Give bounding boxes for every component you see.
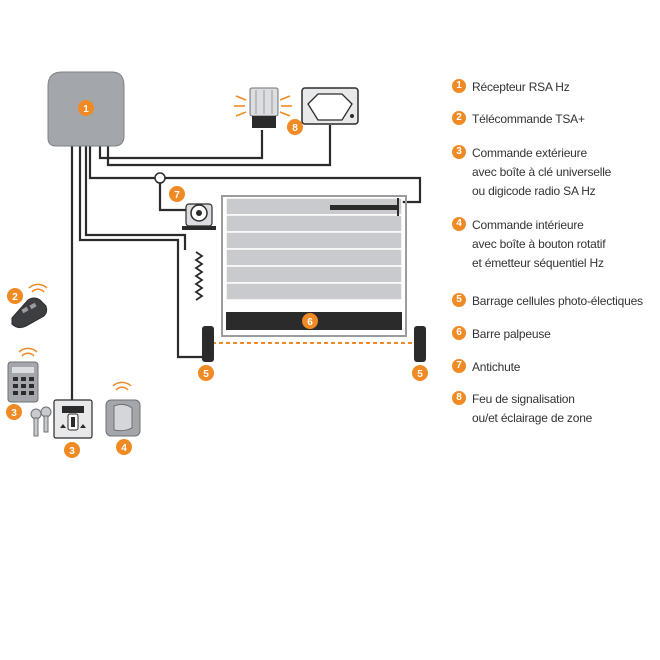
remote-signal-icon — [28, 283, 48, 293]
legend-badge: 7 — [452, 359, 466, 373]
wire-receiver-cell — [78, 142, 204, 359]
callout-3-keypad-label: 3 — [11, 408, 17, 419]
callout-1-badge — [78, 100, 94, 116]
wire-antichute-branch — [158, 178, 188, 212]
legend-line: Barrage cellules photo-électiques — [472, 294, 643, 308]
remote-control: 2 — [7, 283, 48, 329]
legend-badge: 4 — [452, 217, 466, 231]
legend-badge: 1 — [452, 79, 466, 93]
legend-item-6: 6 Barre palpeuse — [452, 325, 551, 344]
photocell-right — [414, 326, 426, 362]
callout-5-right-label: 5 — [417, 369, 423, 380]
light-rays-icon — [234, 95, 292, 117]
wall-remote: 4 — [105, 381, 141, 455]
rolling-shutter: 6 — [194, 195, 407, 337]
keypad-device: 3 — [6, 347, 39, 420]
callout-5-left-badge — [198, 365, 214, 381]
legend-item-5: 5 Barrage cellules photo-électiques — [452, 292, 643, 311]
wiring — [70, 125, 422, 400]
signal-light: 8 — [234, 87, 303, 135]
callout-8-label: 8 — [292, 123, 298, 134]
legend-item-3: 3 Commande extérieure avec boîte à clé u… — [452, 144, 611, 201]
legend-text: Commande extérieure avec boîte à clé uni… — [472, 144, 611, 201]
legend-item-1: 1 Récepteur RSA Hz — [452, 78, 570, 97]
legend-text: Récepteur RSA Hz — [472, 78, 570, 97]
callout-6-badge — [302, 313, 318, 329]
legend-item-8: 8 Feu de signalisation ou/et éclairage d… — [452, 390, 592, 428]
legend-line: ou digicode radio SA Hz — [472, 184, 596, 198]
callout-1-label: 1 — [83, 104, 89, 115]
receiver-box: 1 — [47, 71, 125, 147]
wire-receiver-antichute — [84, 142, 187, 250]
spring-icon — [194, 251, 204, 301]
legend-line: Feu de signalisation — [472, 392, 575, 406]
wall-remote-signal-icon — [112, 381, 132, 391]
legend-item-7: 7 Antichute — [452, 358, 520, 377]
wire-receiver-lamp — [106, 125, 332, 167]
callout-5-right-badge — [412, 365, 428, 381]
callout-2-label: 2 — [12, 292, 18, 303]
legend-line: Télécommande TSA+ — [472, 112, 585, 126]
legend-text: Commande intérieure avec boîte à bouton … — [472, 216, 606, 273]
legend-badge: 3 — [452, 145, 466, 159]
legend-text: Feu de signalisation ou/et éclairage de … — [472, 390, 592, 428]
legend-line: ou/et éclairage de zone — [472, 411, 593, 425]
legend-item-2: 2 Télécommande TSA+ — [452, 110, 585, 129]
legend-line: Récepteur RSA Hz — [472, 80, 570, 94]
callout-3-keyswitch-label: 3 — [69, 446, 75, 457]
legend-text: Antichute — [472, 358, 520, 377]
legend-badge: 5 — [452, 293, 466, 307]
callout-7-label: 7 — [174, 190, 180, 201]
zone-lamp — [301, 87, 359, 125]
legend-line: Commande intérieure — [472, 218, 584, 232]
legend-text: Télécommande TSA+ — [472, 110, 585, 129]
callout-2-badge — [7, 288, 23, 304]
keys-icon — [30, 406, 52, 437]
legend-line: avec boîte à clé universelle — [472, 165, 612, 179]
key-switch-box: 3 — [53, 399, 93, 458]
callout-7-badge — [169, 186, 185, 202]
wire-receiver-light — [98, 130, 264, 160]
callout-4-label: 4 — [121, 443, 127, 454]
legend-item-4: 4 Commande intérieure avec boîte à bouto… — [452, 216, 606, 273]
legend-line: et émetteur séquentiel Hz — [472, 256, 604, 270]
legend-line: Barre palpeuse — [472, 327, 551, 341]
legend-line: avec boîte à bouton rotatif — [472, 237, 606, 251]
legend-line: Commande extérieure — [472, 146, 587, 160]
callout-3-keypad-badge — [6, 404, 22, 420]
callout-6-label: 6 — [307, 317, 313, 328]
legend-badge: 2 — [452, 111, 466, 125]
callout-4-badge — [116, 439, 132, 455]
keypad-signal-icon — [18, 347, 38, 357]
wire-receiver-motor — [88, 142, 422, 204]
legend-text: Barre palpeuse — [472, 325, 551, 344]
callout-8-badge — [287, 119, 303, 135]
legend-badge: 6 — [452, 326, 466, 340]
legend-badge: 8 — [452, 391, 466, 405]
photocells: 5 5 — [198, 326, 428, 381]
antichute-device: 7 — [154, 172, 216, 230]
legend-text: Barrage cellules photo-électiques — [472, 292, 643, 311]
callout-5-left-label: 5 — [203, 369, 209, 380]
callout-3-keyswitch-badge — [64, 442, 80, 458]
photocell-left — [202, 326, 214, 362]
legend-line: Antichute — [472, 360, 521, 374]
motor-bar — [330, 205, 398, 210]
